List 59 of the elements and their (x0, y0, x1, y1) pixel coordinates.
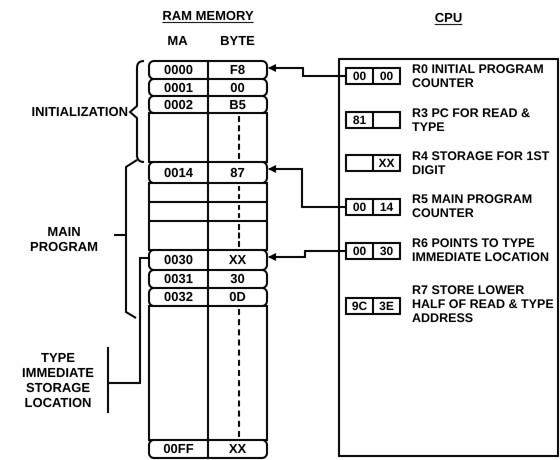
memory-row (148, 161, 268, 184)
empty-memory-row (148, 201, 268, 222)
memory-row (148, 439, 268, 459)
register-value: XX (378, 157, 394, 169)
arrow (268, 250, 345, 261)
address: 0000 (164, 63, 193, 77)
register-value: 00 (380, 70, 394, 82)
byte-value: 30 (230, 272, 245, 286)
address: 0031 (164, 272, 193, 286)
memory-row (148, 249, 268, 271)
memory-row (148, 269, 268, 289)
panel-title: CPU (434, 10, 464, 25)
address: 00FF (163, 442, 194, 456)
empty-memory-row (148, 220, 268, 251)
address: 0014 (164, 166, 193, 180)
byte-value: XX (228, 442, 246, 456)
register-description: R5 MAIN PROGRAM COUNTER (412, 192, 534, 220)
address: 0030 (164, 253, 193, 267)
byte-value: 87 (230, 166, 245, 180)
memory-row (148, 78, 268, 97)
register-value: 00 (352, 70, 366, 82)
register-value: 14 (380, 201, 394, 213)
register-value: 9C (352, 300, 368, 312)
register-box (345, 297, 401, 315)
byte-value: 00 (230, 80, 245, 94)
register-box (345, 111, 401, 129)
address: 0002 (164, 98, 193, 112)
memory-row (148, 287, 268, 307)
register-value: 30 (380, 245, 394, 257)
byte-value: B5 (229, 98, 246, 112)
section-label: TYPE IMMEDIATE STORAGE LOCATION (21, 350, 95, 410)
empty-memory-row (148, 182, 268, 203)
register-description: R7 STORE LOWER HALF OF READ & TYPE ADDRESS (412, 283, 555, 325)
register-description: R4 STORAGE FOR 1ST DIGIT (412, 149, 550, 177)
address: 0032 (164, 290, 193, 304)
register-box (345, 154, 401, 172)
register-description: R0 INITIAL PROGRAM COUNTER (412, 62, 545, 90)
register-value: 81 (352, 114, 366, 126)
register-box (345, 198, 401, 216)
memory-row (148, 60, 268, 80)
register-box (345, 67, 401, 85)
byte-value: 0D (229, 290, 246, 304)
empty-memory-row (148, 112, 268, 163)
section-label: INITIALIZATION (30, 104, 128, 119)
arrow (268, 165, 345, 208)
section-label: MAIN PROGRAM (29, 224, 99, 254)
byte-value: XX (228, 253, 246, 267)
register-value: 3E (379, 300, 394, 312)
register-description: R3 PC FOR READ & TYPE (412, 106, 532, 134)
arrow (268, 64, 345, 77)
register-value: 00 (352, 201, 366, 213)
address: 0001 (164, 80, 193, 94)
table-title: RAM MEMORY (161, 8, 255, 23)
column-header: MA (166, 33, 189, 48)
register-value: 00 (352, 245, 366, 257)
byte-value: F8 (230, 63, 246, 77)
register-box (345, 242, 401, 260)
column-header: BYTE (219, 33, 256, 48)
register-description: R6 POINTS TO TYPE IMMEDIATE LOCATION (412, 236, 550, 264)
